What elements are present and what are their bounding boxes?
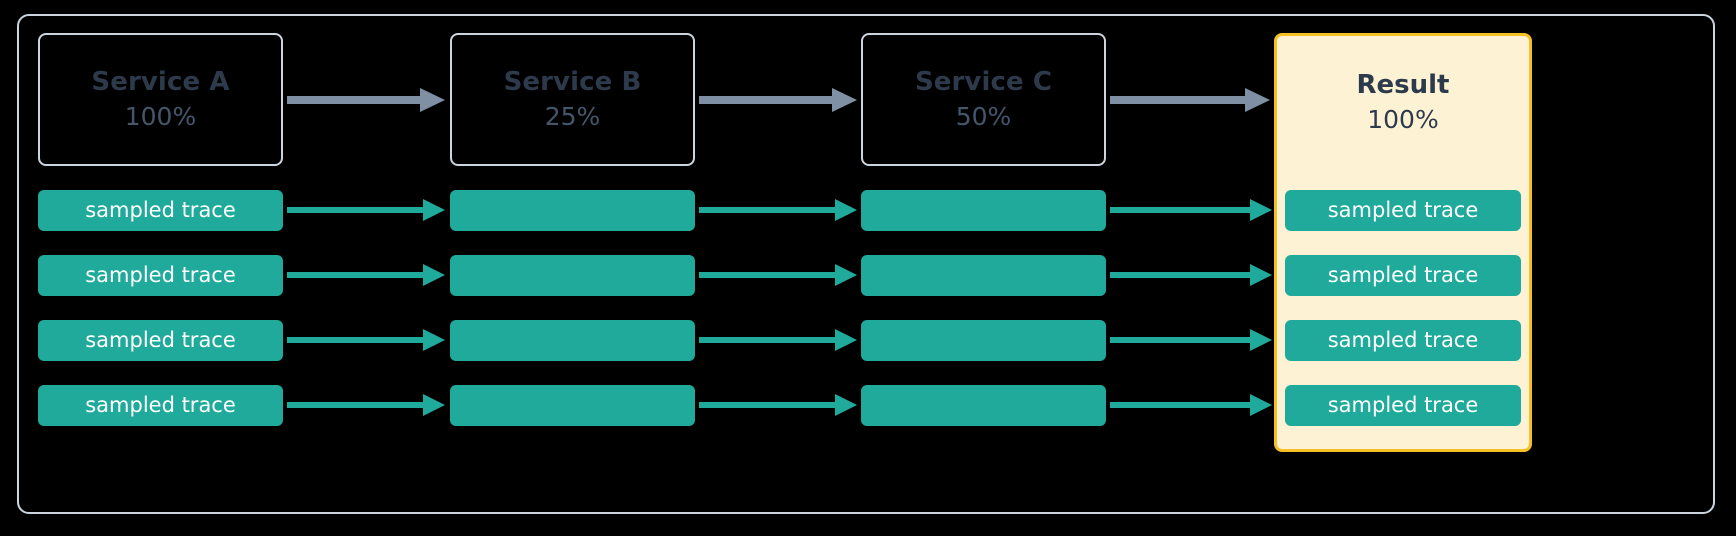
arrow-row4-b-to-c <box>699 392 859 418</box>
trace-bar-row4-service-c <box>861 385 1106 426</box>
trace-bar-row1-result: sampled trace <box>1285 190 1521 231</box>
service-c-name: Service C <box>914 67 1053 97</box>
trace-bar-row3-result: sampled trace <box>1285 320 1521 361</box>
arrow-row3-a-to-b <box>287 327 447 353</box>
service-box-service-a: Service A 100% <box>38 33 283 166</box>
result-header: Result 100% <box>1277 36 1529 169</box>
arrow-service-a-to-service-b <box>287 85 447 115</box>
trace-bar-row1-service-b <box>450 190 695 231</box>
trace-bar-row3-service-a: sampled trace <box>38 320 283 361</box>
service-b-percent: 25% <box>544 101 601 131</box>
diagram-outer-frame <box>17 14 1715 514</box>
trace-bar-row4-result: sampled trace <box>1285 385 1521 426</box>
trace-bar-row4-service-b <box>450 385 695 426</box>
arrow-row2-b-to-c <box>699 262 859 288</box>
service-a-name: Service A <box>91 67 230 97</box>
trace-bar-row3-service-c <box>861 320 1106 361</box>
result-name: Result <box>1356 70 1450 100</box>
trace-bar-row2-service-b <box>450 255 695 296</box>
arrow-row2-c-to-result <box>1110 262 1274 288</box>
arrow-row2-a-to-b <box>287 262 447 288</box>
arrow-row1-a-to-b <box>287 197 447 223</box>
trace-bar-row1-service-c <box>861 190 1106 231</box>
service-box-service-c: Service C 50% <box>861 33 1106 166</box>
service-b-name: Service B <box>503 67 642 97</box>
service-box-service-b: Service B 25% <box>450 33 695 166</box>
trace-bar-row2-result: sampled trace <box>1285 255 1521 296</box>
service-a-percent: 100% <box>124 101 197 131</box>
arrow-service-c-to-result <box>1110 85 1272 115</box>
arrow-row3-c-to-result <box>1110 327 1274 353</box>
service-c-percent: 50% <box>955 101 1012 131</box>
trace-bar-row4-service-a: sampled trace <box>38 385 283 426</box>
arrow-row1-c-to-result <box>1110 197 1274 223</box>
arrow-service-b-to-service-c <box>699 85 859 115</box>
result-panel: Result 100% <box>1274 33 1532 452</box>
trace-bar-row2-service-c <box>861 255 1106 296</box>
arrow-row1-b-to-c <box>699 197 859 223</box>
trace-bar-row3-service-b <box>450 320 695 361</box>
arrow-row4-c-to-result <box>1110 392 1274 418</box>
arrow-row4-a-to-b <box>287 392 447 418</box>
arrow-row3-b-to-c <box>699 327 859 353</box>
result-percent: 100% <box>1367 104 1439 134</box>
trace-bar-row2-service-a: sampled trace <box>38 255 283 296</box>
trace-bar-row1-service-a: sampled trace <box>38 190 283 231</box>
